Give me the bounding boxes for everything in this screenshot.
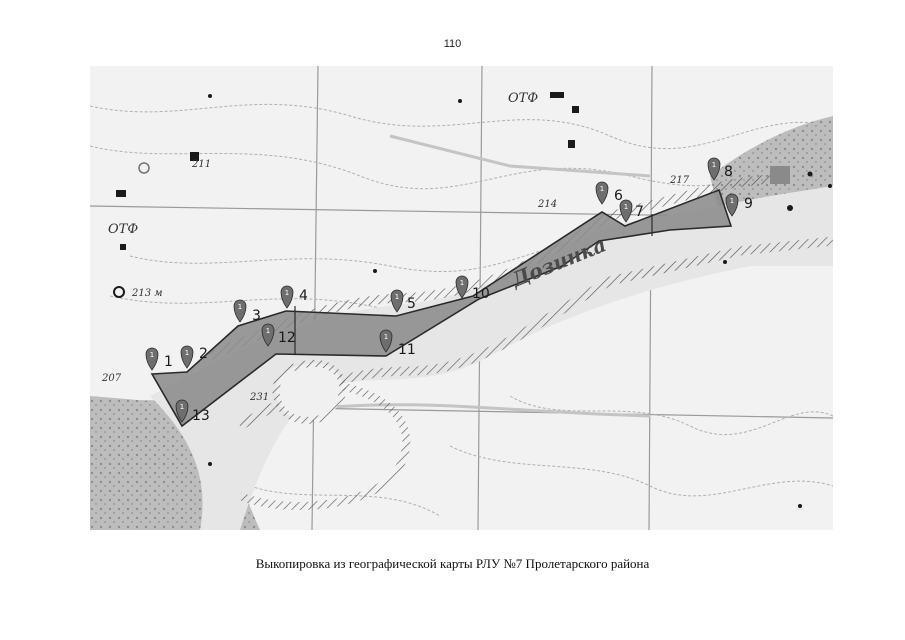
marker-label: 7 [635,204,644,220]
svg-text:1: 1 [730,197,734,205]
point-markers: 1 1 1 2 1 3 1 4 1 5 [145,157,753,424]
marker-2: 1 2 [180,345,208,369]
svg-text:1: 1 [460,279,464,287]
map-canvas: Дозинка ОТФ ОТФ 211 [90,66,833,530]
marker-13: 1 13 [175,399,210,424]
marker-8: 1 8 [707,157,733,181]
marker-label: 8 [724,164,733,180]
annotation-elev-211: 211 [191,159,211,170]
marker-4: 1 4 [280,285,308,309]
annotation-elev-207: 207 [101,373,122,384]
marker-7: 1 7 [619,199,644,223]
marker-1: 1 1 [145,347,173,371]
marker-label: 12 [278,330,296,346]
svg-text:1: 1 [395,293,399,301]
svg-text:1: 1 [600,185,604,193]
oxbow-lake [272,359,347,424]
marker-label: 3 [252,308,261,324]
svg-text:1: 1 [624,203,628,211]
marker-5: 1 5 [390,289,416,313]
svg-text:1: 1 [238,303,242,311]
annotation-otf-top: ОТФ [508,91,538,106]
survey-polygon [150,188,733,428]
annotation-elev-231: 231 [249,392,269,403]
map-symbols [113,92,832,508]
svg-text:1: 1 [384,333,388,341]
map-symbols-grey [138,162,790,184]
annotation-elev-213: 213 м [131,288,163,299]
marker-9: 1 9 [725,193,753,217]
marker-6: 1 6 [595,181,623,205]
svg-text:1: 1 [185,349,189,357]
svg-text:1: 1 [266,327,270,335]
map-caption: Выкопировка из географической карты РЛУ … [255,556,650,571]
marker-label: 9 [744,196,753,212]
marker-label: 10 [472,286,490,302]
marker-10: 1 10 [455,275,490,302]
svg-text:1: 1 [180,403,184,411]
svg-text:1: 1 [712,161,716,169]
marker-label: 6 [614,188,623,204]
marker-3: 1 3 [233,299,261,324]
map-image: Дозинка ОТФ ОТФ 211 [90,66,833,530]
marker-label: 2 [199,346,208,362]
marker-label: 1 [164,354,173,370]
annotation-elev-217: 217 [669,175,690,186]
marker-label: 13 [192,408,210,424]
page-number: 110 [443,38,462,50]
svg-text:1: 1 [150,351,154,359]
marker-12: 1 12 [261,323,296,347]
marker-11: 1 11 [379,329,416,358]
marker-label: 11 [398,342,416,358]
river-bank-lower [238,382,411,510]
svg-text:1: 1 [285,289,289,297]
annotation-otf-left: ОТФ [108,222,138,237]
marker-label: 4 [299,288,308,304]
marker-label: 5 [407,296,416,312]
annotation-elev-214: 214 [537,199,557,210]
